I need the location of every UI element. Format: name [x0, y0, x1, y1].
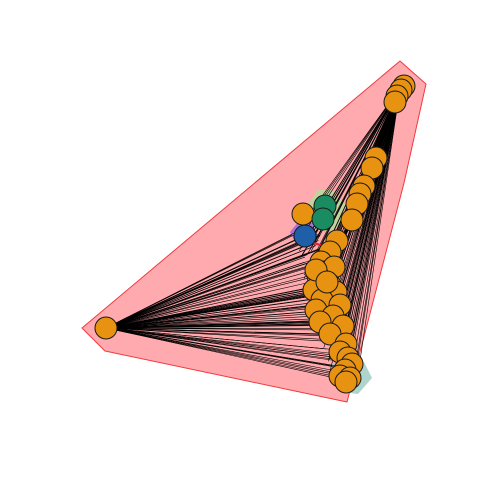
- edge: [105, 292, 336, 329]
- edge: [105, 264, 313, 329]
- edge: [105, 327, 347, 341]
- edge: [339, 87, 401, 321]
- edge: [105, 321, 319, 329]
- edge: [105, 252, 311, 329]
- edge: [105, 229, 300, 329]
- edge: [105, 327, 342, 336]
- edge: [105, 250, 304, 329]
- node-orange: [340, 208, 364, 232]
- node-orange: [383, 90, 407, 114]
- node-orange: [315, 270, 339, 294]
- node-green: [311, 207, 335, 231]
- edge: [105, 288, 308, 329]
- edge: [105, 312, 324, 329]
- node-orange: [291, 202, 315, 226]
- edge: [105, 301, 322, 329]
- edge: [105, 327, 336, 331]
- edge: [105, 256, 306, 329]
- edge: [105, 327, 327, 350]
- edge: [105, 270, 311, 329]
- edge: [105, 327, 348, 378]
- group-hulls: [81, 60, 427, 403]
- edge: [105, 272, 329, 329]
- edge: [354, 87, 401, 357]
- edge: [105, 315, 316, 329]
- edge: [105, 274, 312, 329]
- edge: [105, 317, 338, 329]
- nodes-layer: [94, 74, 416, 394]
- edge: [105, 234, 321, 329]
- edge: [105, 327, 346, 356]
- edge: [105, 235, 305, 329]
- edge: [105, 297, 321, 329]
- edge: [105, 262, 309, 329]
- edge: [105, 327, 344, 369]
- edge: [105, 303, 340, 329]
- edge: [105, 282, 307, 329]
- edge: [105, 327, 335, 377]
- edge: [358, 87, 401, 369]
- edge: [105, 327, 345, 359]
- group-hull-main: [81, 60, 427, 403]
- edge: [105, 327, 352, 375]
- edges-layer: [105, 87, 401, 380]
- edge: [105, 327, 352, 362]
- edge: [105, 310, 326, 329]
- edge: [349, 87, 401, 354]
- edge: [351, 87, 401, 356]
- hub-node-left: [94, 316, 118, 340]
- node-blue: [293, 224, 317, 248]
- node-orange: [334, 370, 358, 394]
- edge: [105, 262, 327, 329]
- edge: [355, 87, 401, 372]
- edge: [295, 87, 401, 233]
- edge: [105, 289, 328, 329]
- edge: [105, 323, 320, 329]
- edge: [105, 240, 319, 329]
